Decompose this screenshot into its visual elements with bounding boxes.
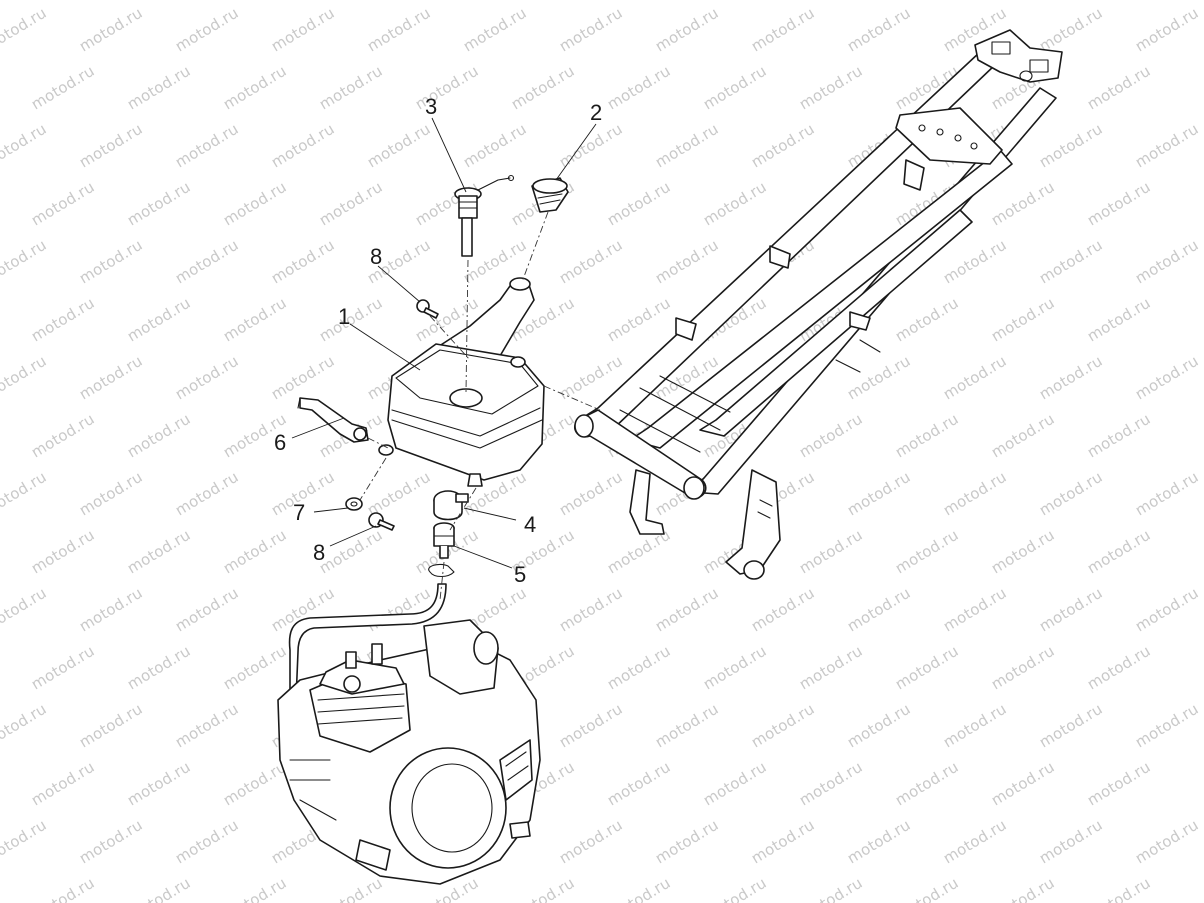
oil-tank — [378, 277, 545, 487]
callout-3: 3 — [425, 94, 437, 119]
motorcycle-frame — [574, 29, 1063, 580]
dipstick-cap — [454, 174, 515, 257]
callout-8-lower: 8 — [313, 540, 325, 565]
screw-lower — [368, 512, 395, 531]
leader-lines — [291, 117, 597, 569]
callout-6: 6 — [274, 430, 286, 455]
washer — [345, 497, 363, 511]
callout-2: 2 — [590, 100, 602, 125]
filler-cap — [531, 177, 569, 213]
engine-block — [277, 583, 541, 885]
callout-7: 7 — [293, 500, 305, 525]
bracket-rod — [297, 397, 369, 443]
callout-8-upper: 8 — [370, 244, 382, 269]
callout-labels: 3 2 8 1 6 7 8 4 5 — [274, 94, 602, 587]
screw-upper — [416, 299, 439, 319]
hose-clamp — [433, 490, 469, 521]
callout-4: 4 — [524, 512, 536, 537]
assembly-axes — [359, 211, 601, 601]
callout-5: 5 — [514, 562, 526, 587]
callout-1: 1 — [338, 304, 350, 329]
fitting — [428, 522, 455, 578]
